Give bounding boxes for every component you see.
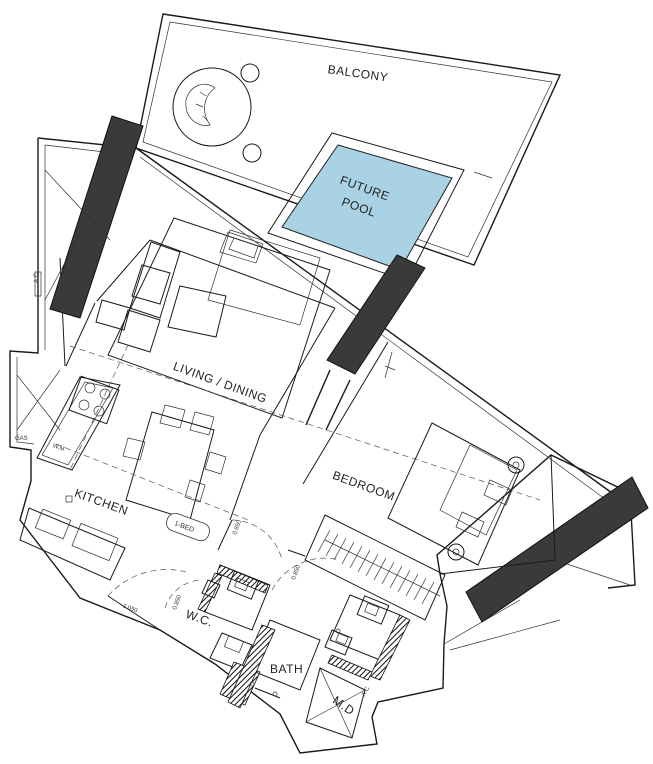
shading-fins [49, 115, 649, 623]
dim-corridor: 0.850 [232, 519, 243, 536]
outlet-icon [65, 495, 73, 503]
wc-label: W.C. [184, 607, 215, 630]
fin-center [326, 254, 426, 375]
stool-top [240, 63, 260, 83]
unit-type-badge: 1-BED [166, 512, 210, 542]
balcony-area [135, 13, 562, 266]
ac-ledge-right [439, 454, 631, 651]
dim-kitchen-door: 1.050 [122, 604, 139, 615]
round-table [172, 67, 252, 147]
living-furniture [95, 217, 331, 419]
kitchen-label: KITCHEN [73, 486, 131, 518]
bath-label: BATH [270, 662, 303, 676]
dim-bedroom-door: 0.850 [291, 564, 302, 581]
md-shaft [305, 667, 366, 739]
md-label: M.D [330, 693, 357, 718]
stool-bottom [242, 143, 262, 163]
bedroom-furniture [304, 422, 525, 621]
wardrobe-hangers [317, 529, 441, 605]
bedroom-label: BEDROOM [331, 468, 397, 504]
dining-set [122, 404, 227, 521]
ac-tag-right: A.C [361, 685, 372, 697]
sliding-doors [305, 351, 396, 431]
wm-tag: W.M [52, 443, 65, 453]
balcony-label: BALCONY [327, 62, 389, 84]
ac-ledge-left [16, 159, 121, 431]
living-dining-label: LIVING / DINING [171, 359, 269, 406]
fin-left [49, 115, 144, 319]
gas-tag: GAS [15, 436, 28, 442]
stove [65, 375, 120, 503]
zone-dividers [55, 344, 541, 521]
fin-right [465, 476, 649, 623]
bath-room [227, 619, 321, 709]
door-swings [107, 519, 341, 631]
ac-tag: A.C [34, 272, 40, 283]
ensuite [324, 594, 411, 681]
dim-wc-door: 0.850 [172, 594, 183, 611]
